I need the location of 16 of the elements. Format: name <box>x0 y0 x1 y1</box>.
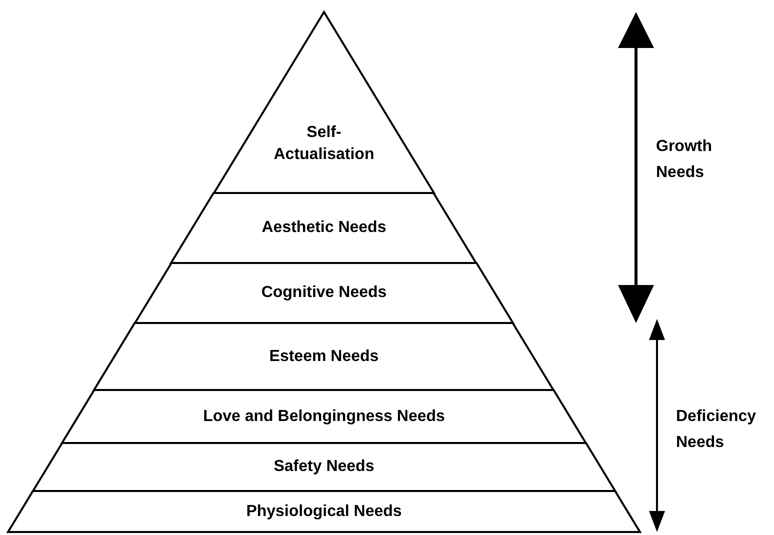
level-label: Love and Belongingness Needs <box>203 406 445 426</box>
level-label: Aesthetic Needs <box>262 218 386 238</box>
level-label: Esteem Needs <box>269 346 379 366</box>
pyramid-level <box>214 12 434 193</box>
level-label: Physiological Needs <box>246 502 402 522</box>
level-label: Safety Needs <box>274 457 374 477</box>
pyramid-level <box>32 443 616 491</box>
level-label: Cognitive Needs <box>261 283 387 303</box>
pyramid-level <box>135 263 513 323</box>
pyramid-level <box>171 193 477 263</box>
pyramid-level <box>8 491 640 532</box>
range-label: Deficiency Needs <box>676 407 758 453</box>
range-label: Growth Needs <box>656 137 713 183</box>
pyramid-level <box>62 390 586 443</box>
level-label: Self-Actualisation <box>272 123 376 165</box>
pyramid-level <box>94 323 554 390</box>
